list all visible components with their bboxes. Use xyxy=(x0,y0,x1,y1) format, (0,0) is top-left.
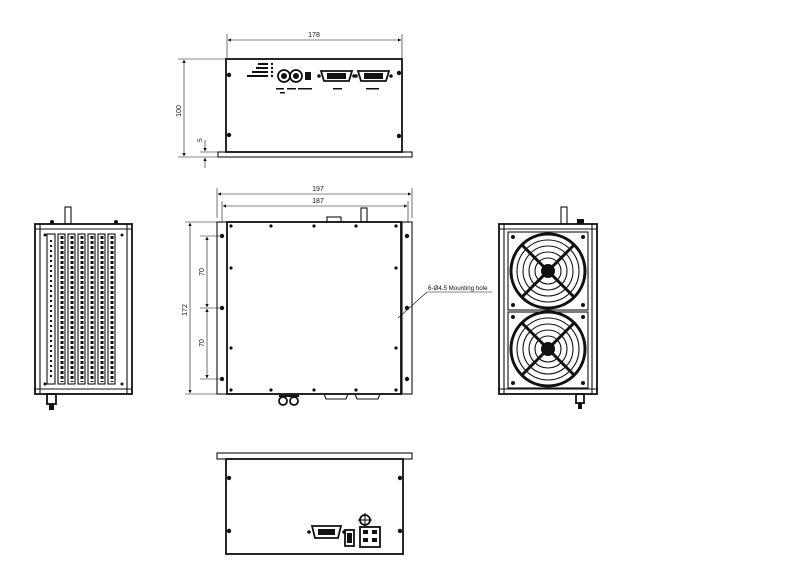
top-round-connector-2 xyxy=(289,69,303,83)
dim-top-width: 178 xyxy=(226,32,403,58)
left-body xyxy=(34,223,133,395)
front-view: 197 187 172 70 70 xyxy=(182,186,492,406)
front-top-tab xyxy=(326,216,342,223)
mounting-hole-label: 6-Ø4.5 Mounting hole xyxy=(428,285,488,292)
dim-top-height: 100 xyxy=(176,58,225,158)
top-screw-4 xyxy=(396,133,402,139)
top-screw-2 xyxy=(226,132,232,138)
front-body xyxy=(226,221,402,395)
fan-bottom xyxy=(507,310,589,389)
top-connector-labels xyxy=(276,88,379,94)
rear-view xyxy=(216,452,413,555)
dim-front-inner-width: 187 xyxy=(221,198,409,222)
rear-dsub xyxy=(307,525,346,539)
dim-label-100: 100 xyxy=(176,105,183,117)
dim-label-70-upper: 70 xyxy=(199,268,206,276)
top-view: 178 100 5 xyxy=(176,32,413,168)
dim-label-70-lower: 70 xyxy=(199,339,206,347)
left-side-view xyxy=(34,206,133,410)
top-screw-3 xyxy=(396,70,402,76)
front-panel-screws xyxy=(229,224,398,392)
right-body xyxy=(498,223,598,395)
front-top-stub xyxy=(360,207,368,223)
top-led-indicators xyxy=(247,62,274,78)
front-mounting-holes xyxy=(219,233,410,382)
top-base-plate xyxy=(217,151,413,158)
left-heatsink-fins xyxy=(43,233,124,386)
dim-label-5: 5 xyxy=(197,138,204,142)
right-side-view xyxy=(498,206,598,409)
left-top-stub xyxy=(64,206,72,225)
top-dsub-2 xyxy=(354,70,393,82)
front-bottom-connectors xyxy=(278,393,381,406)
rear-round-connector xyxy=(344,513,381,548)
dim-front-outer-width: 197 xyxy=(216,186,413,218)
top-screw-1 xyxy=(226,72,232,78)
dim-top-flange: 5 xyxy=(197,138,218,168)
dim-front-height: 172 xyxy=(182,221,218,395)
left-bottom-connector xyxy=(46,393,57,410)
dim-label-172: 172 xyxy=(182,304,189,316)
dim-label-187: 187 xyxy=(312,198,324,205)
top-small-switch xyxy=(305,72,311,80)
rear-body xyxy=(225,458,404,555)
right-top-stub xyxy=(560,206,568,225)
front-flange xyxy=(216,221,413,395)
fan-top xyxy=(507,231,589,311)
mounting-hole-callout: 6-Ø4.5 Mounting hole xyxy=(397,285,492,319)
dim-label-197: 197 xyxy=(312,186,324,193)
right-bottom-connector xyxy=(575,393,585,409)
top-dsub-1 xyxy=(317,70,356,82)
dim-label-178: 178 xyxy=(308,32,320,39)
